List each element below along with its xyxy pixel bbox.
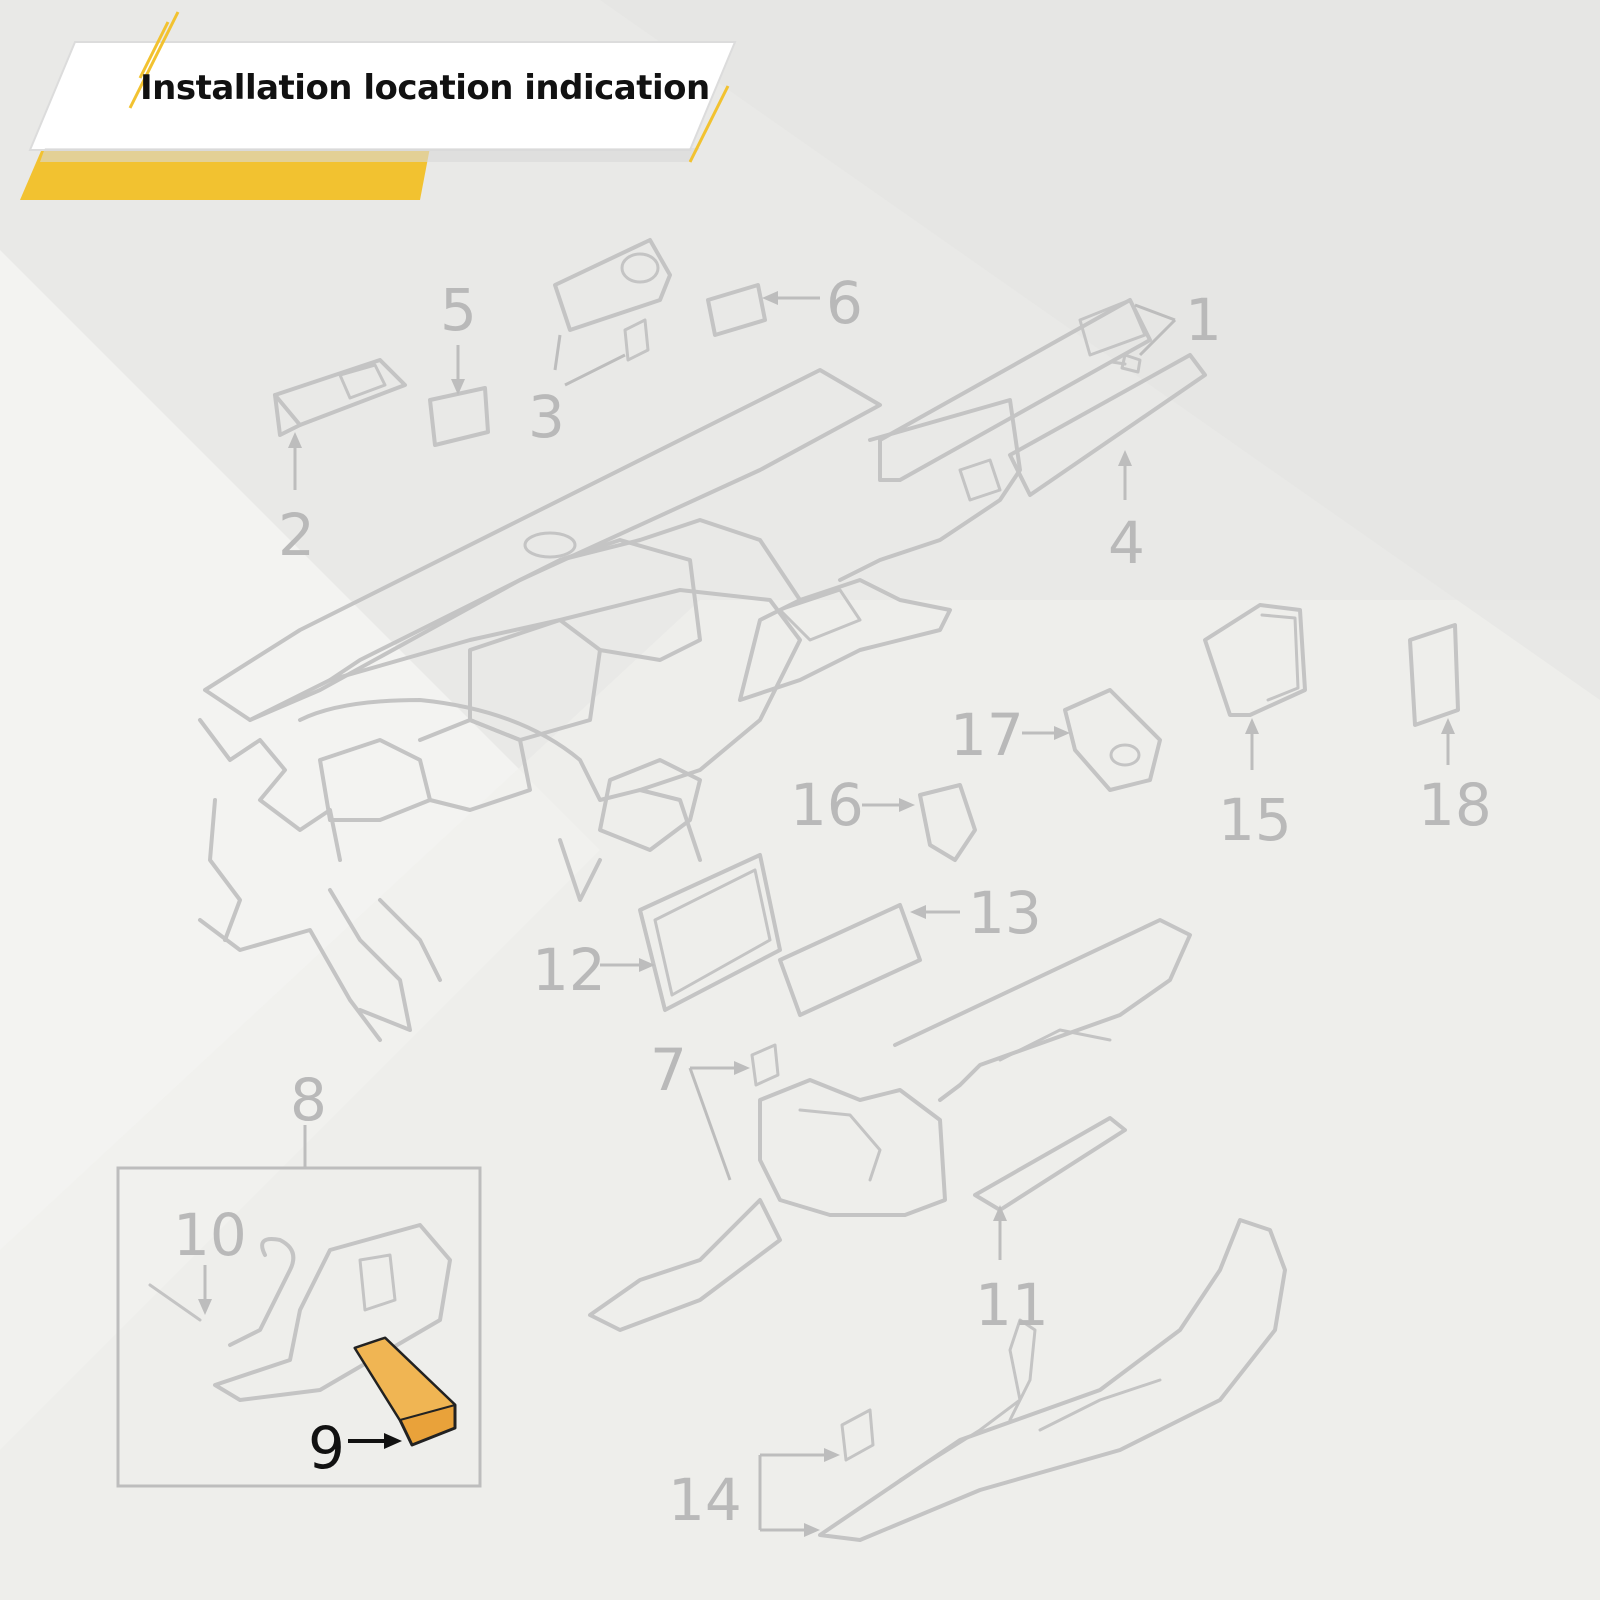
header-banner xyxy=(20,11,737,200)
callout-labels: 1 2 3 4 5 6 7 8 9 10 11 12 13 14 15 16 1… xyxy=(173,269,1492,1534)
part-11-trim-panel xyxy=(973,1116,1127,1212)
part-6-cover xyxy=(706,283,767,337)
part-9-highlighted xyxy=(353,1336,457,1447)
callout-1: 1 xyxy=(1185,286,1222,354)
callout-11: 11 xyxy=(975,1271,1049,1339)
part-12-display-bezel xyxy=(638,853,782,1012)
part-2-vent-bezel xyxy=(273,358,407,437)
part-16-clip xyxy=(918,783,977,862)
part-17-bracket xyxy=(1063,688,1162,792)
callout-10: 10 xyxy=(173,1201,247,1269)
banner-title: Installation location indication xyxy=(140,68,710,108)
callout-14: 14 xyxy=(668,1466,742,1534)
glove-box-assembly xyxy=(818,1218,1287,1542)
callout-18: 18 xyxy=(1418,771,1492,839)
callout-16: 16 xyxy=(790,771,864,839)
banner-stripe xyxy=(128,11,180,109)
part-4-trim-strip xyxy=(1008,353,1207,497)
callout-15: 15 xyxy=(1218,786,1292,854)
part-13-display xyxy=(778,903,922,1017)
part-18-cover xyxy=(1408,623,1460,727)
lower-console-assembly xyxy=(588,918,1192,1332)
callout-13: 13 xyxy=(968,879,1042,947)
callout-5: 5 xyxy=(440,276,477,344)
callout-17: 17 xyxy=(950,701,1024,769)
callout-3: 3 xyxy=(528,383,565,451)
callout-12: 12 xyxy=(532,936,606,1004)
callout-2: 2 xyxy=(278,501,315,569)
callout-6: 6 xyxy=(826,269,863,337)
part-15-end-cap xyxy=(1203,603,1307,717)
part-1-screw xyxy=(1110,353,1142,374)
leader-lines xyxy=(198,291,1455,1537)
dashboard-assembly xyxy=(198,298,1152,1042)
part-5-label xyxy=(428,386,490,447)
part-3-switch-panel xyxy=(553,238,672,362)
callout-7: 7 xyxy=(650,1036,687,1104)
inset-box-8 xyxy=(116,1125,482,1488)
callout-4: 4 xyxy=(1108,509,1145,577)
callout-8: 8 xyxy=(290,1066,327,1134)
callout-9: 9 xyxy=(308,1414,345,1482)
